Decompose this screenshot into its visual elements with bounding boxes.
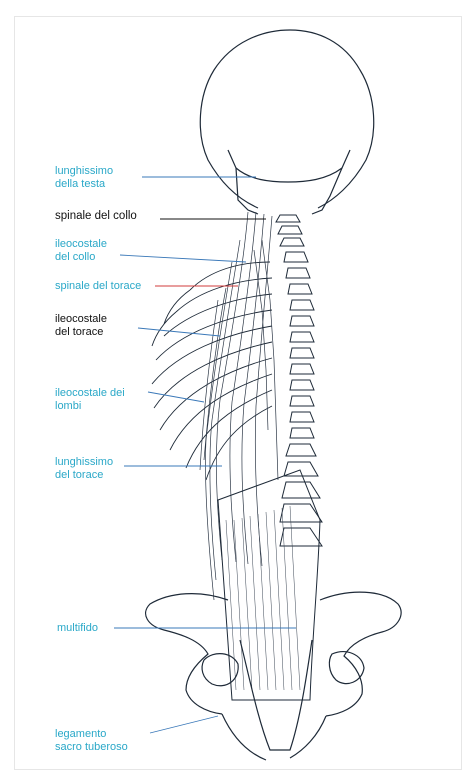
ischium <box>222 714 326 760</box>
label-ileocostale-lombi-line2: lombi <box>55 400 81 413</box>
label-spinale-torace: spinale del torace <box>55 280 141 293</box>
label-legamento-line2: sacro tuberoso <box>55 741 128 754</box>
mandible <box>236 168 342 182</box>
label-ileocostale-torace-line2: del torace <box>55 326 103 339</box>
label-legamento-line1: legamento <box>55 728 106 741</box>
erector-spinae-muscles <box>200 212 278 600</box>
vertebral-column <box>276 215 322 546</box>
label-ileocostale-collo-line1: ileocostale <box>55 238 107 251</box>
pelvis-right-foramen <box>329 652 364 684</box>
sacrum <box>240 640 312 750</box>
label-lunghissimo-testa-line2: della testa <box>55 178 105 191</box>
label-ileocostale-collo-line2: del collo <box>55 251 95 264</box>
label-spinale-collo: spinale del collo <box>55 210 137 223</box>
label-ileocostale-lombi-line1: ileocostale dei <box>55 387 125 400</box>
label-lunghissimo-torace-line2: del torace <box>55 469 103 482</box>
label-ileocostale-torace-line1: ileocostale <box>55 313 107 326</box>
skull-outline <box>200 30 373 208</box>
label-multifido: multifido <box>57 622 98 635</box>
label-lunghissimo-torace-line1: lunghissimo <box>55 456 113 469</box>
rib-cage <box>152 262 272 480</box>
label-lunghissimo-testa-line1: lunghissimo <box>55 165 113 178</box>
pelvis-left-foramen <box>202 654 238 686</box>
